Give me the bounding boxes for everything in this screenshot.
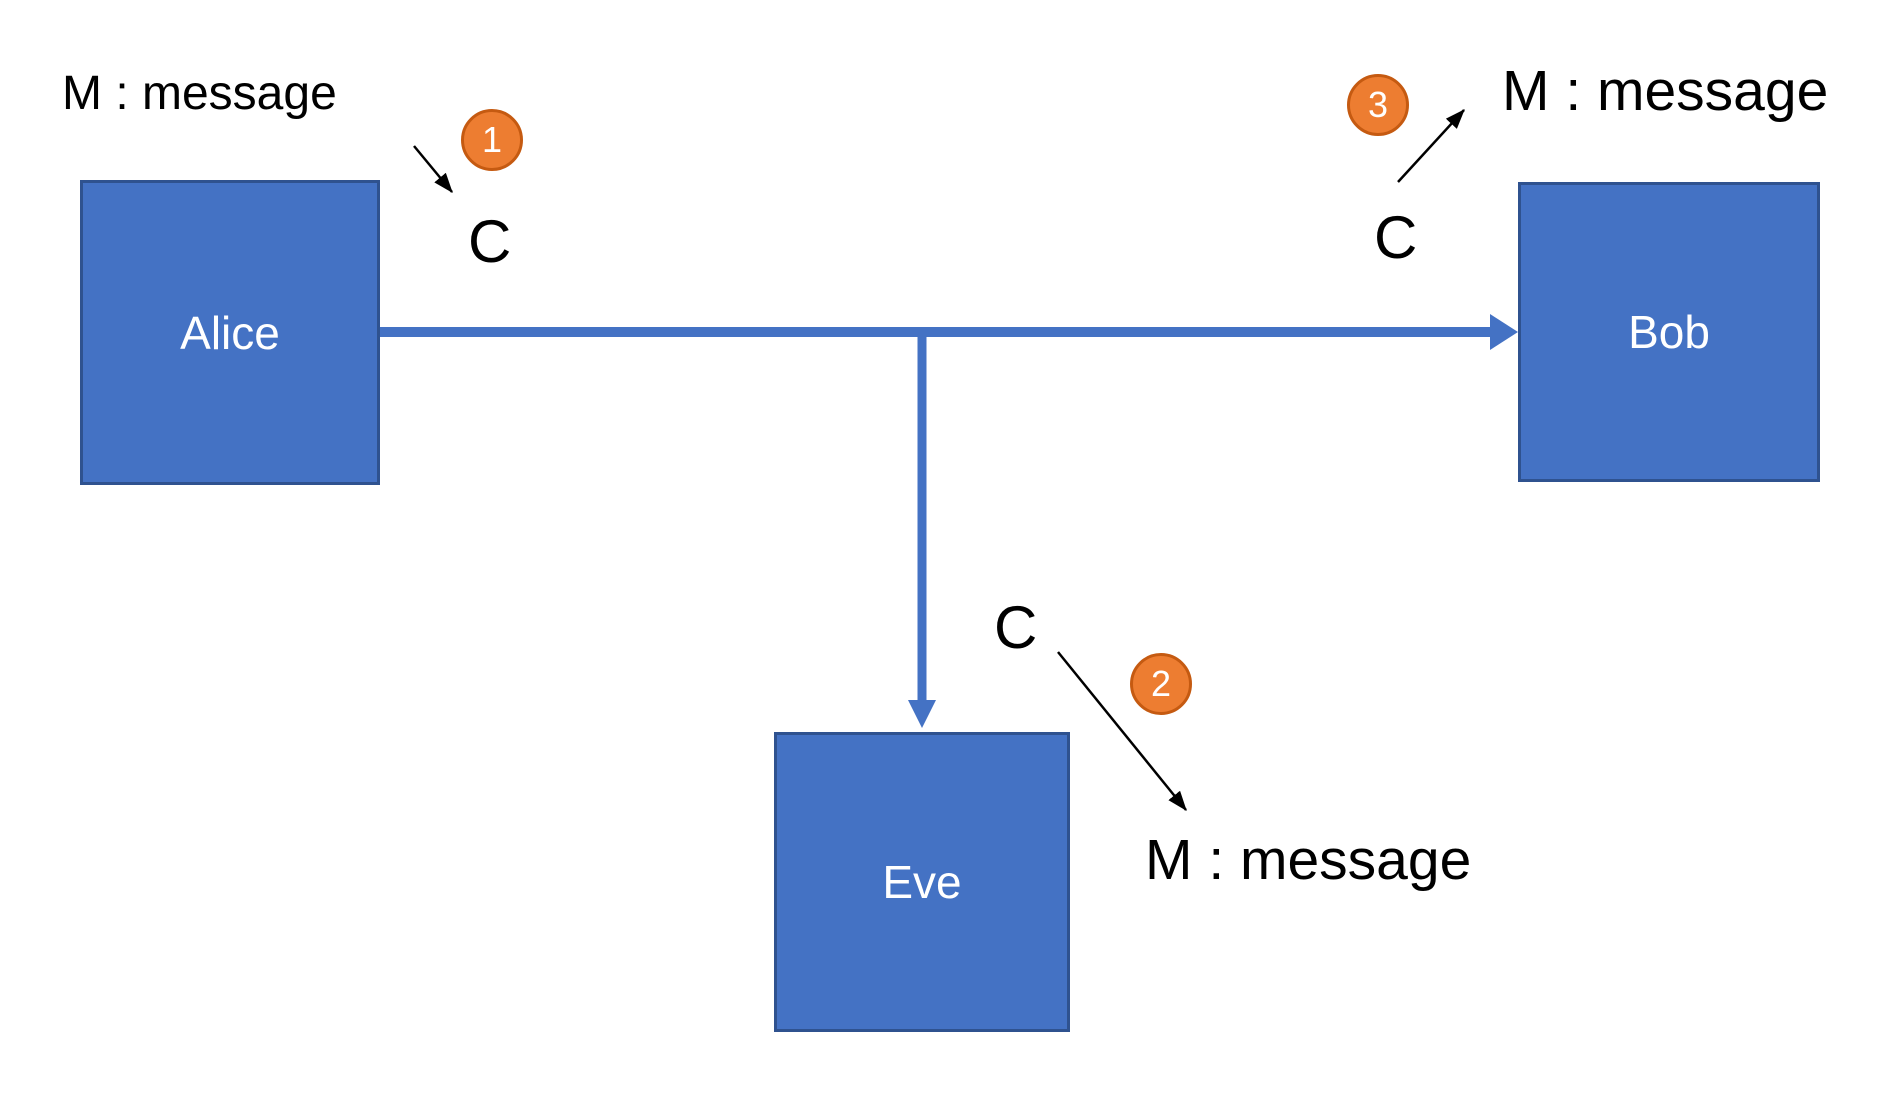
decrypt-step3-arrow-icon <box>1397 109 1465 183</box>
node-bob-label: Bob <box>1628 306 1710 358</box>
alice-cipher-label: C <box>468 208 512 275</box>
node-eve: Eve <box>774 732 1070 1032</box>
bob-cipher-label: C <box>1374 204 1418 271</box>
alice-to-bob-arrowhead-icon <box>1490 314 1518 350</box>
step-badge-2: 2 <box>1130 653 1192 715</box>
bob-message-label: M : message <box>1502 59 1829 123</box>
tap-to-eve-arrowhead-icon <box>908 700 936 728</box>
step-badge-3: 3 <box>1347 74 1409 136</box>
step-badge-1: 1 <box>461 109 523 171</box>
eve-message-label: M : message <box>1145 828 1472 892</box>
alice-message-label: M : message <box>62 67 337 120</box>
eve-cipher-label: C <box>994 594 1038 661</box>
node-alice: Alice <box>80 180 380 485</box>
node-bob: Bob <box>1518 182 1820 482</box>
encrypt-step1-arrow-icon <box>413 145 453 193</box>
node-eve-label: Eve <box>882 856 962 908</box>
node-alice-label: Alice <box>180 306 280 359</box>
decrypt-step2-arrow-icon <box>1057 651 1187 811</box>
